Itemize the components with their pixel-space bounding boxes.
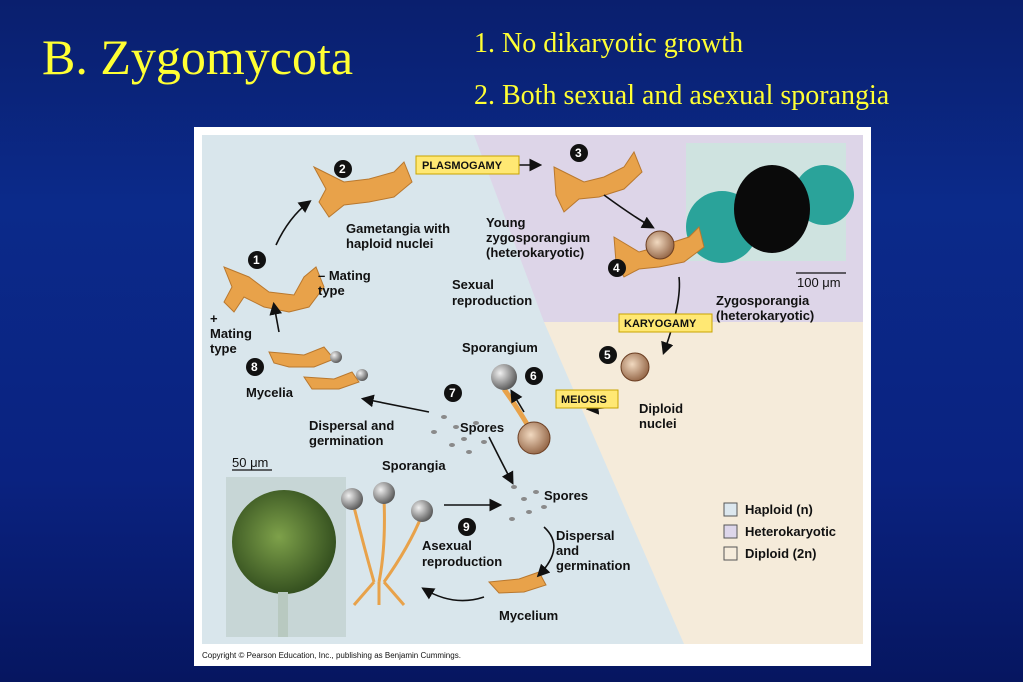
sporangium-a bbox=[341, 488, 363, 510]
step-7-number: 7 bbox=[449, 386, 456, 400]
dispersal-b-label-1: Dispersal bbox=[556, 528, 615, 543]
spores-top-label: Spores bbox=[460, 420, 504, 435]
hyphae-step3 bbox=[553, 150, 643, 213]
spores-scatter bbox=[431, 415, 547, 521]
asexual-label-2: reproduction bbox=[422, 554, 502, 569]
scale-50-label: 50 μm bbox=[232, 455, 268, 470]
scale-100-label: 100 μm bbox=[797, 275, 841, 290]
plus-mating-label-2: Mating bbox=[210, 326, 252, 341]
dispersal-label-1: Dispersal and bbox=[309, 418, 394, 433]
zygosporangia-label-2: (heterokaryotic) bbox=[716, 308, 814, 323]
mycelium-label: Mycelium bbox=[499, 608, 558, 623]
sexual-label-1: Sexual bbox=[452, 277, 494, 292]
sporangium-6 bbox=[491, 364, 517, 390]
gametangia-label-2: haploid nuclei bbox=[346, 236, 433, 251]
diploid-region bbox=[544, 322, 863, 644]
legend-label-diploid: Diploid (2n) bbox=[745, 546, 817, 561]
step-2-number: 2 bbox=[339, 162, 346, 176]
life-cycle-diagram: 100 μm 50 μm bbox=[202, 135, 863, 660]
meiosis-tag bbox=[555, 389, 619, 409]
step-4-number: 4 bbox=[613, 261, 620, 275]
germinating-zygosporangium bbox=[517, 421, 551, 455]
sporangia-label: Sporangia bbox=[382, 458, 446, 473]
step-8-number: 8 bbox=[251, 360, 258, 374]
plasmogamy-label: PLASMOGAMY bbox=[422, 160, 503, 172]
legend-swatch-haploid bbox=[723, 502, 738, 517]
diploid-label-1: Diploid bbox=[639, 401, 683, 416]
karyogamy-label: KARYOGAMY bbox=[624, 318, 697, 330]
step-9-number: 9 bbox=[463, 520, 470, 534]
life-cycle-figure: 100 μm 50 μm bbox=[194, 127, 871, 666]
hyphae-step8 bbox=[268, 346, 360, 390]
bullet-1: 1. No dikaryotic growth bbox=[474, 28, 744, 59]
legend: Haploid (n) Heterokaryotic Diploid (2n) bbox=[723, 502, 836, 561]
meiosis-label: MEIOSIS bbox=[561, 394, 607, 406]
legend-label-haploid: Haploid (n) bbox=[745, 502, 813, 517]
karyogamy-tag bbox=[618, 313, 713, 333]
step-1-marker bbox=[248, 251, 266, 269]
gametangia-label-1: Gametangia with bbox=[346, 221, 450, 236]
legend-swatch-diploid bbox=[723, 546, 738, 561]
step-2-marker bbox=[334, 160, 352, 178]
legend-label-heterokaryotic: Heterokaryotic bbox=[745, 524, 836, 539]
step-3-number: 3 bbox=[575, 146, 582, 160]
young-zygosporangium bbox=[645, 230, 675, 260]
legend-swatch-heterokaryotic bbox=[723, 524, 738, 539]
step-7-marker bbox=[444, 384, 462, 402]
dispersal-b-label-2: and bbox=[556, 543, 579, 558]
copyright: Copyright © Pearson Education, Inc., pub… bbox=[202, 651, 461, 660]
young-zygo-label-3: (heterokaryotic) bbox=[486, 245, 584, 260]
minus-mating-label-1: – Mating bbox=[318, 268, 371, 283]
step-6-marker bbox=[525, 367, 543, 385]
zygosporangia-label-1: Zygosporangia bbox=[716, 293, 810, 308]
zygosporangium-photo bbox=[686, 143, 854, 263]
mycelia-sporangium-1 bbox=[330, 351, 342, 363]
young-zygo-label-2: zygosporangium bbox=[486, 230, 590, 245]
step-5-number: 5 bbox=[604, 348, 611, 362]
asexual-label-1: Asexual bbox=[422, 538, 472, 553]
plasmogamy-tag bbox=[415, 155, 520, 175]
diploid-zygosporangium bbox=[620, 352, 650, 382]
sporangium-b bbox=[373, 482, 395, 504]
spores-bottom-label: Spores bbox=[544, 488, 588, 503]
mycelia-label: Mycelia bbox=[246, 385, 294, 400]
sexual-label-2: reproduction bbox=[452, 293, 532, 308]
mycelia-sporangium-2 bbox=[356, 369, 368, 381]
hyphae-step1 bbox=[223, 266, 325, 313]
bullet-2: 2. Both sexual and asexual sporangia bbox=[474, 80, 890, 111]
step-3-marker bbox=[570, 144, 588, 162]
dispersal-b-label-3: germination bbox=[556, 558, 630, 573]
sporangium-label: Sporangium bbox=[462, 340, 538, 355]
minus-mating-label-2: type bbox=[318, 283, 345, 298]
step-markers: 1 2 3 4 5 6 7 8 9 bbox=[246, 144, 626, 536]
sporangium-photo bbox=[226, 477, 346, 637]
plus-mating-label-3: type bbox=[210, 341, 237, 356]
diploid-label-2: nuclei bbox=[639, 416, 677, 431]
hyphae-step2 bbox=[312, 161, 413, 218]
step-6-number: 6 bbox=[530, 369, 537, 383]
sporangium-c bbox=[411, 500, 433, 522]
step-4-marker bbox=[608, 259, 626, 277]
plus-mating-label-1: + bbox=[210, 311, 218, 326]
sporangiophores bbox=[352, 498, 424, 606]
young-zygo-label-1: Young bbox=[486, 215, 526, 230]
step-9-marker bbox=[458, 518, 476, 536]
slide-title: B. Zygomycota bbox=[42, 29, 354, 85]
step-8-marker bbox=[246, 358, 264, 376]
step-5-marker bbox=[599, 346, 617, 364]
step-1-number: 1 bbox=[253, 253, 260, 267]
hyphae-mycelium bbox=[487, 571, 547, 594]
dispersal-label-2: germination bbox=[309, 433, 383, 448]
